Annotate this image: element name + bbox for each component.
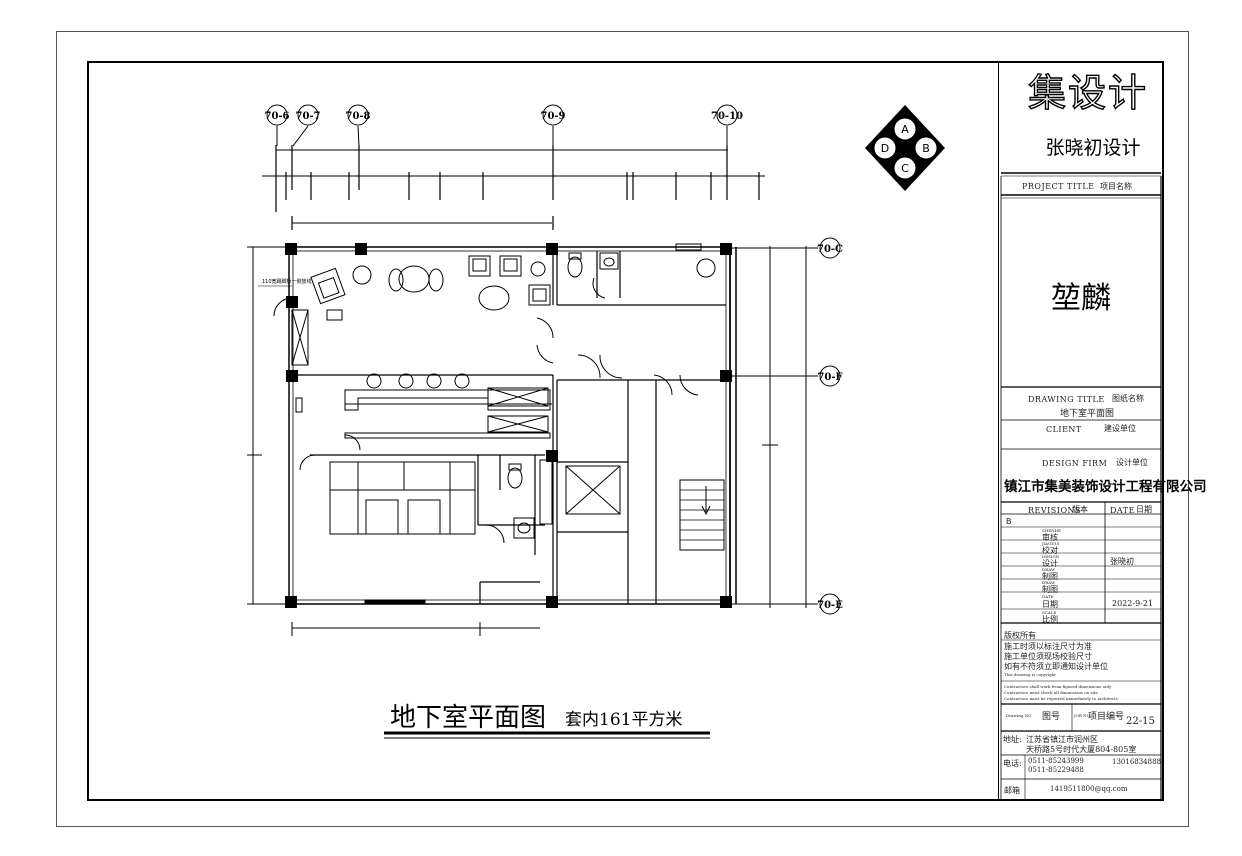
row-en: DRAW (1042, 580, 1056, 585)
row-value: 张晓初 (1110, 557, 1134, 566)
row-label: 设计 (1042, 559, 1058, 568)
design-firm-cn: 设计单位 (1116, 458, 1148, 467)
client-en: CLIENT (1046, 425, 1082, 434)
grid-label-70-e: 70-E (817, 600, 843, 611)
note-en-line: Contractors must check all dimensions on… (1004, 690, 1098, 695)
drawing-no-en: Drawing NO (1006, 713, 1032, 718)
row-label: 审核 (1042, 533, 1058, 542)
row-value: 2022-9-21 (1112, 599, 1154, 608)
row-label: 制图 (1042, 572, 1058, 581)
phone-2: 0511-85229488 (1028, 766, 1084, 774)
row-label: 校对 (1042, 546, 1058, 555)
note-en-line: This drawing is copyright (1004, 672, 1056, 677)
row-en: SHENHE (1042, 528, 1062, 533)
row-en: DATE (1042, 594, 1054, 599)
svg-text:C: C (901, 162, 909, 175)
job-no-cn: 项目编号 (1088, 712, 1125, 722)
plan-caption-sub: 套内161平方米 (565, 710, 682, 730)
sheet-inner-border (87, 61, 1164, 801)
drawing-title-en: DRAWING TITLE (1028, 395, 1105, 404)
svg-text:A: A (901, 123, 909, 136)
phone-label: 电话: (1003, 759, 1022, 768)
section-index-symbol: A B C D (865, 105, 945, 191)
sheet-outer-border (56, 31, 1189, 827)
title-block: 集设计 张晓初设计 PROJECT TITLE 项目名称 堃麟 DRAWING … (998, 61, 1207, 801)
drawing-name: 地下室平面图 (1060, 409, 1115, 419)
email: 1419511800@qq.com (1050, 785, 1128, 793)
grid-label-70-9: 70-9 (540, 111, 565, 122)
date-cn: 日期 (1136, 505, 1152, 514)
job-no-value: 22-15 (1126, 716, 1155, 727)
revision-mark: B (1006, 517, 1012, 526)
row-label: 比例 (1042, 615, 1058, 624)
phone-1: 0511-85243999 (1028, 757, 1084, 765)
client-cn: 建设单位 (1104, 424, 1136, 433)
grid-label-70-6: 70-6 (264, 111, 289, 122)
note-line: 施工单位须现场校验尺寸 (1004, 652, 1092, 661)
grid-label-70-8: 70-8 (345, 111, 370, 122)
row-en: DRAW (1042, 567, 1056, 572)
grid-label-70-7: 70-7 (295, 111, 320, 122)
row-label: 日期 (1042, 600, 1058, 609)
note-line: 施工时须以标注尺寸为准 (1004, 642, 1092, 651)
row-en: DESIGN (1042, 554, 1060, 559)
grid-label-70-c: 70-C (817, 244, 843, 255)
svg-text:D: D (881, 142, 889, 155)
address-label: 地址: (1003, 735, 1022, 744)
address-line1: 江苏省镇江市润州区 (1026, 735, 1098, 744)
svg-text:B: B (922, 142, 930, 155)
note-en-line: Contractors shall work from figured dime… (1004, 684, 1112, 689)
studio-logo: 集设计 (1027, 70, 1149, 115)
project-title-en: PROJECT TITLE (1022, 182, 1095, 191)
row-en: SCALE (1042, 610, 1057, 615)
drawing-title-cn: 图纸名称 (1112, 394, 1144, 403)
side-note: 110宽踢脚板一侧放线 (262, 278, 312, 285)
design-firm-name: 镇江市集美装饰设计工程有限公司 (1004, 479, 1207, 495)
revisions-en: REVISIONS (1028, 506, 1081, 515)
grid-label-70-f: 70-F (817, 372, 842, 383)
mobile: 13016834888 (1112, 758, 1161, 766)
studio-name: 张晓初设计 (1045, 137, 1141, 159)
note-line: 版权所有 (1004, 631, 1036, 640)
drawing-no-cn: 图号 (1042, 712, 1061, 722)
project-name: 堃麟 (1051, 281, 1111, 316)
project-title-cn: 项目名称 (1100, 182, 1132, 191)
title-block-lines (998, 61, 1162, 801)
row-label: 制图 (1042, 585, 1058, 594)
date-en: DATE (1110, 506, 1135, 515)
row-en: JIAODUI (1042, 541, 1060, 546)
design-firm-en: DESIGN FIRM (1042, 459, 1108, 468)
email-label: 邮箱 (1004, 786, 1020, 795)
job-no-en: JOB NO (1074, 713, 1090, 718)
address-line2: 天桥路5号时代大厦804-805室 (1026, 745, 1137, 754)
note-en-line: Contractors must be reported immediately… (1004, 696, 1118, 701)
plan-caption-main: 地下室平面图 (390, 703, 546, 733)
revisions-cn: 版本 (1072, 505, 1088, 514)
note-line: 如有不符须立即通知设计单位 (1004, 662, 1108, 671)
grid-label-70-10: 70-10 (711, 111, 743, 122)
